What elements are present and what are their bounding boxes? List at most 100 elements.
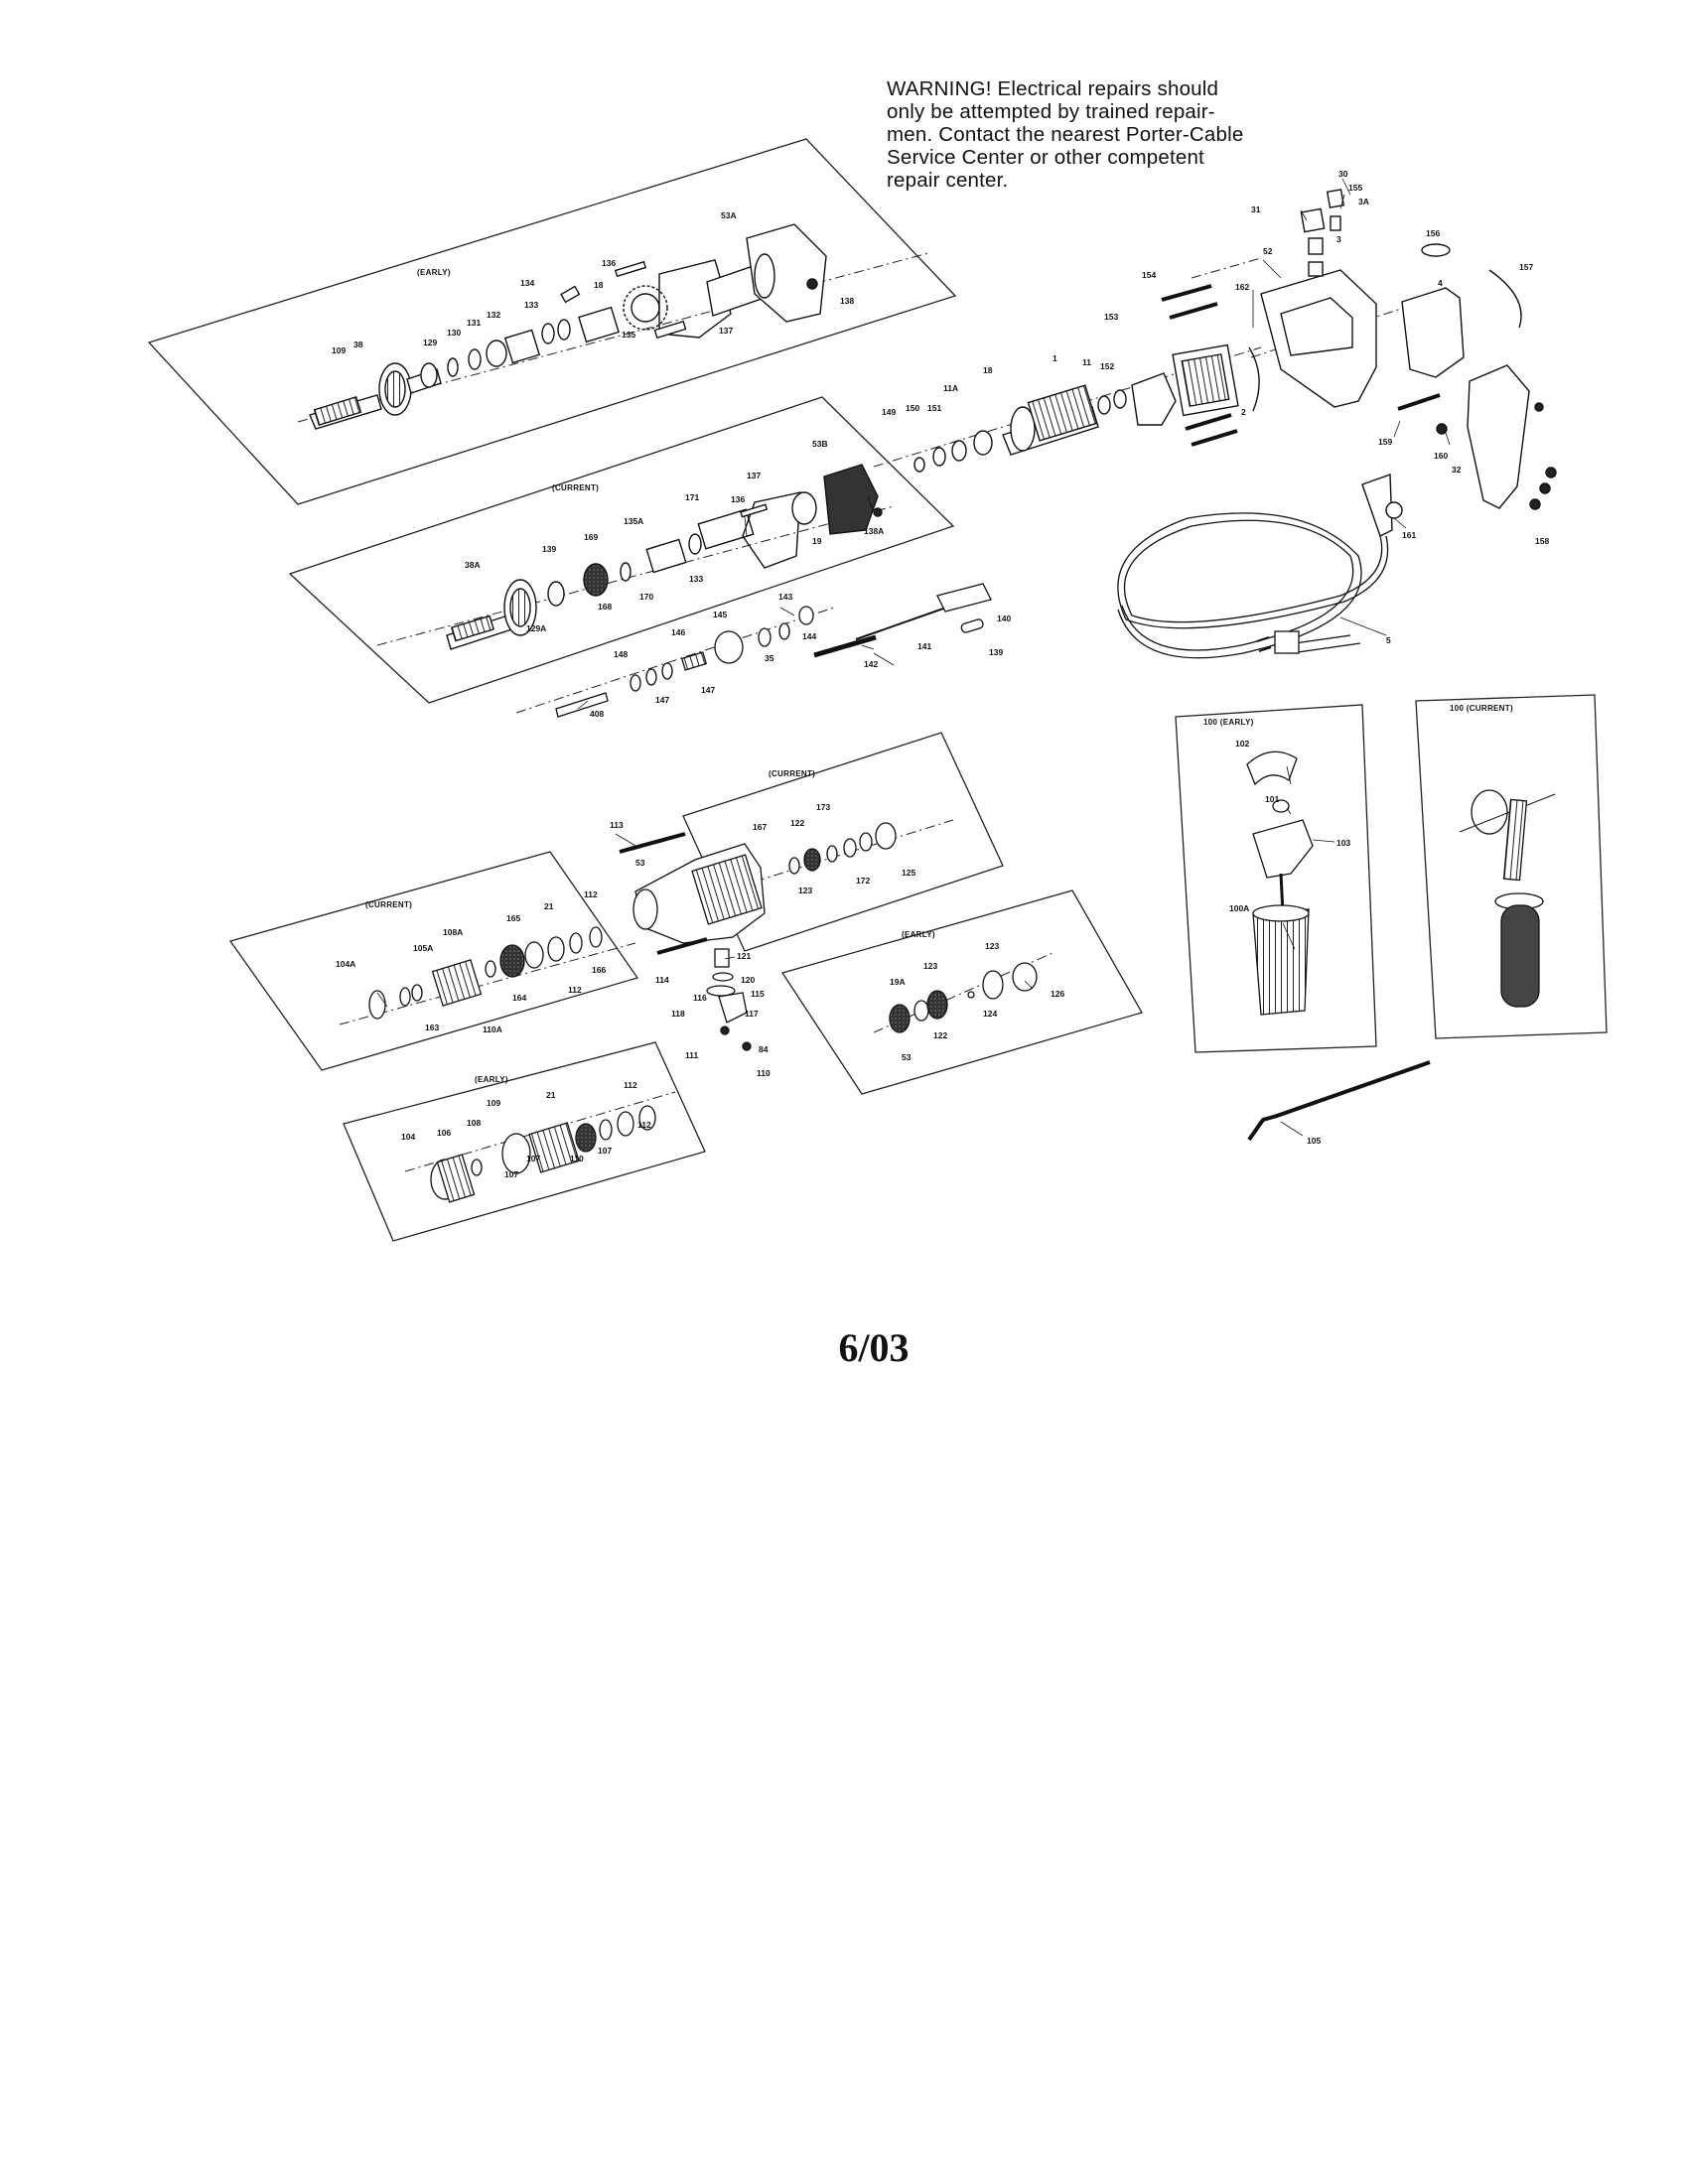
part-123-bearing [926,990,948,1020]
part-157-wire [1488,269,1522,329]
label-139b: 139 [989,647,1003,657]
part-132-bearing [486,340,507,367]
label-137b: 137 [747,471,761,480]
part-105-wrench [1247,1060,1431,1142]
label-109: 109 [332,345,346,355]
label-53B: 53B [812,439,828,449]
label-3: 3 [1336,234,1341,244]
label-31: 31 [1251,205,1261,214]
label-170: 170 [639,592,653,602]
part-165-ring [547,936,565,962]
label-143: 143 [778,592,792,602]
label-147: 147 [655,695,669,705]
label-131: 131 [467,318,481,328]
part-21-bearing [575,1123,597,1153]
part-107-ring [599,1119,613,1141]
label-117: 117 [745,1009,759,1019]
current-handle-grip [1500,904,1540,1008]
label-116: 116 [693,993,707,1003]
label-157: 157 [1519,262,1533,272]
part-143-cam [798,606,814,625]
part-103-clamp [1252,819,1314,879]
label-122: 122 [790,818,804,828]
label-104A: 104A [336,959,355,969]
part-154-screw-a [1161,284,1212,302]
handle-screw [1534,402,1544,412]
part-158-screw-c [1529,498,1541,510]
label-115: 115 [751,989,765,999]
part-147-ring [645,668,657,686]
label-103: 103 [1336,838,1350,848]
label-134: 134 [520,278,534,288]
part-3-spring [1308,237,1324,255]
part-162-wire [1248,346,1260,412]
label-38: 38 [353,340,363,349]
label-106: 106 [437,1128,451,1138]
label-110b: 110 [570,1154,584,1163]
part-19a-bearing [889,1004,911,1033]
current-spindle-assembly [446,464,883,650]
axis-lines [297,252,1436,1172]
panel-current-mid [288,396,955,704]
header-current-mid: (CURRENT) [552,483,599,492]
label-171: 171 [685,492,699,502]
label-2: 2 [1241,407,1246,417]
warning-line-4: Service Center or other competent [887,146,1204,169]
part-171-tube [697,508,755,550]
label-138: 138 [840,296,854,306]
part-122-ring [913,1000,929,1022]
part-133-sleeve [503,329,541,364]
part-140-lever [936,583,992,613]
part-161-clamp [1385,501,1403,519]
label-4: 4 [1438,278,1443,288]
part-161-strain-relief [1361,474,1393,537]
label-124: 124 [983,1009,997,1019]
part-134-key [560,285,581,304]
part-129-ring [420,362,438,388]
label-121: 121 [737,951,751,961]
label-123c: 123 [985,941,999,951]
leader-lines [376,178,1451,1137]
label-145: 145 [713,610,727,619]
part-150-ring [932,447,946,467]
label-123: 123 [798,886,812,895]
part-169-bearing [583,563,609,597]
panel-current-front [228,851,639,1071]
label-30: 30 [1338,169,1348,179]
warning-line-1: WARNING! Electrical repairs should [887,77,1219,100]
part-32-handle [1467,364,1530,509]
label-154: 154 [1142,270,1156,280]
part-106-ring [471,1159,483,1176]
part-139-pin [960,618,984,633]
part-124-ball [967,991,975,999]
part-111-knob [718,992,748,1024]
spindle-38a-splines [450,614,495,642]
spindle-gear-teeth [384,370,406,408]
label-120: 120 [741,975,755,985]
label-158: 158 [1535,536,1549,546]
part-53a-bore [754,253,775,299]
part-133-ring [688,533,702,555]
label-164: 164 [512,993,526,1003]
part-104-cap [436,1154,476,1203]
label-122b: 122 [933,1030,947,1040]
part-18-inner [631,293,660,323]
label-3A: 3A [1358,197,1369,206]
label-172: 172 [856,876,870,886]
label-113: 113 [610,820,624,830]
label-151: 151 [927,403,941,413]
label-161: 161 [1402,530,1416,540]
part-112-ring-early-b [638,1105,656,1131]
housing-window [1280,297,1353,356]
armature-core [1027,384,1098,442]
label-19: 19 [812,536,822,546]
label-84: 84 [759,1044,769,1054]
part-172-ring [843,838,857,858]
part-138a-screw [873,507,883,517]
part-145-clutch [714,630,744,664]
label-408: 408 [590,709,604,719]
part-labels: 53A 136 134 133 132 131 130 129 109 38 1… [332,169,1549,1179]
label-140: 140 [997,614,1011,623]
label-53c: 53 [902,1052,912,1062]
part-142-spring [813,634,877,658]
